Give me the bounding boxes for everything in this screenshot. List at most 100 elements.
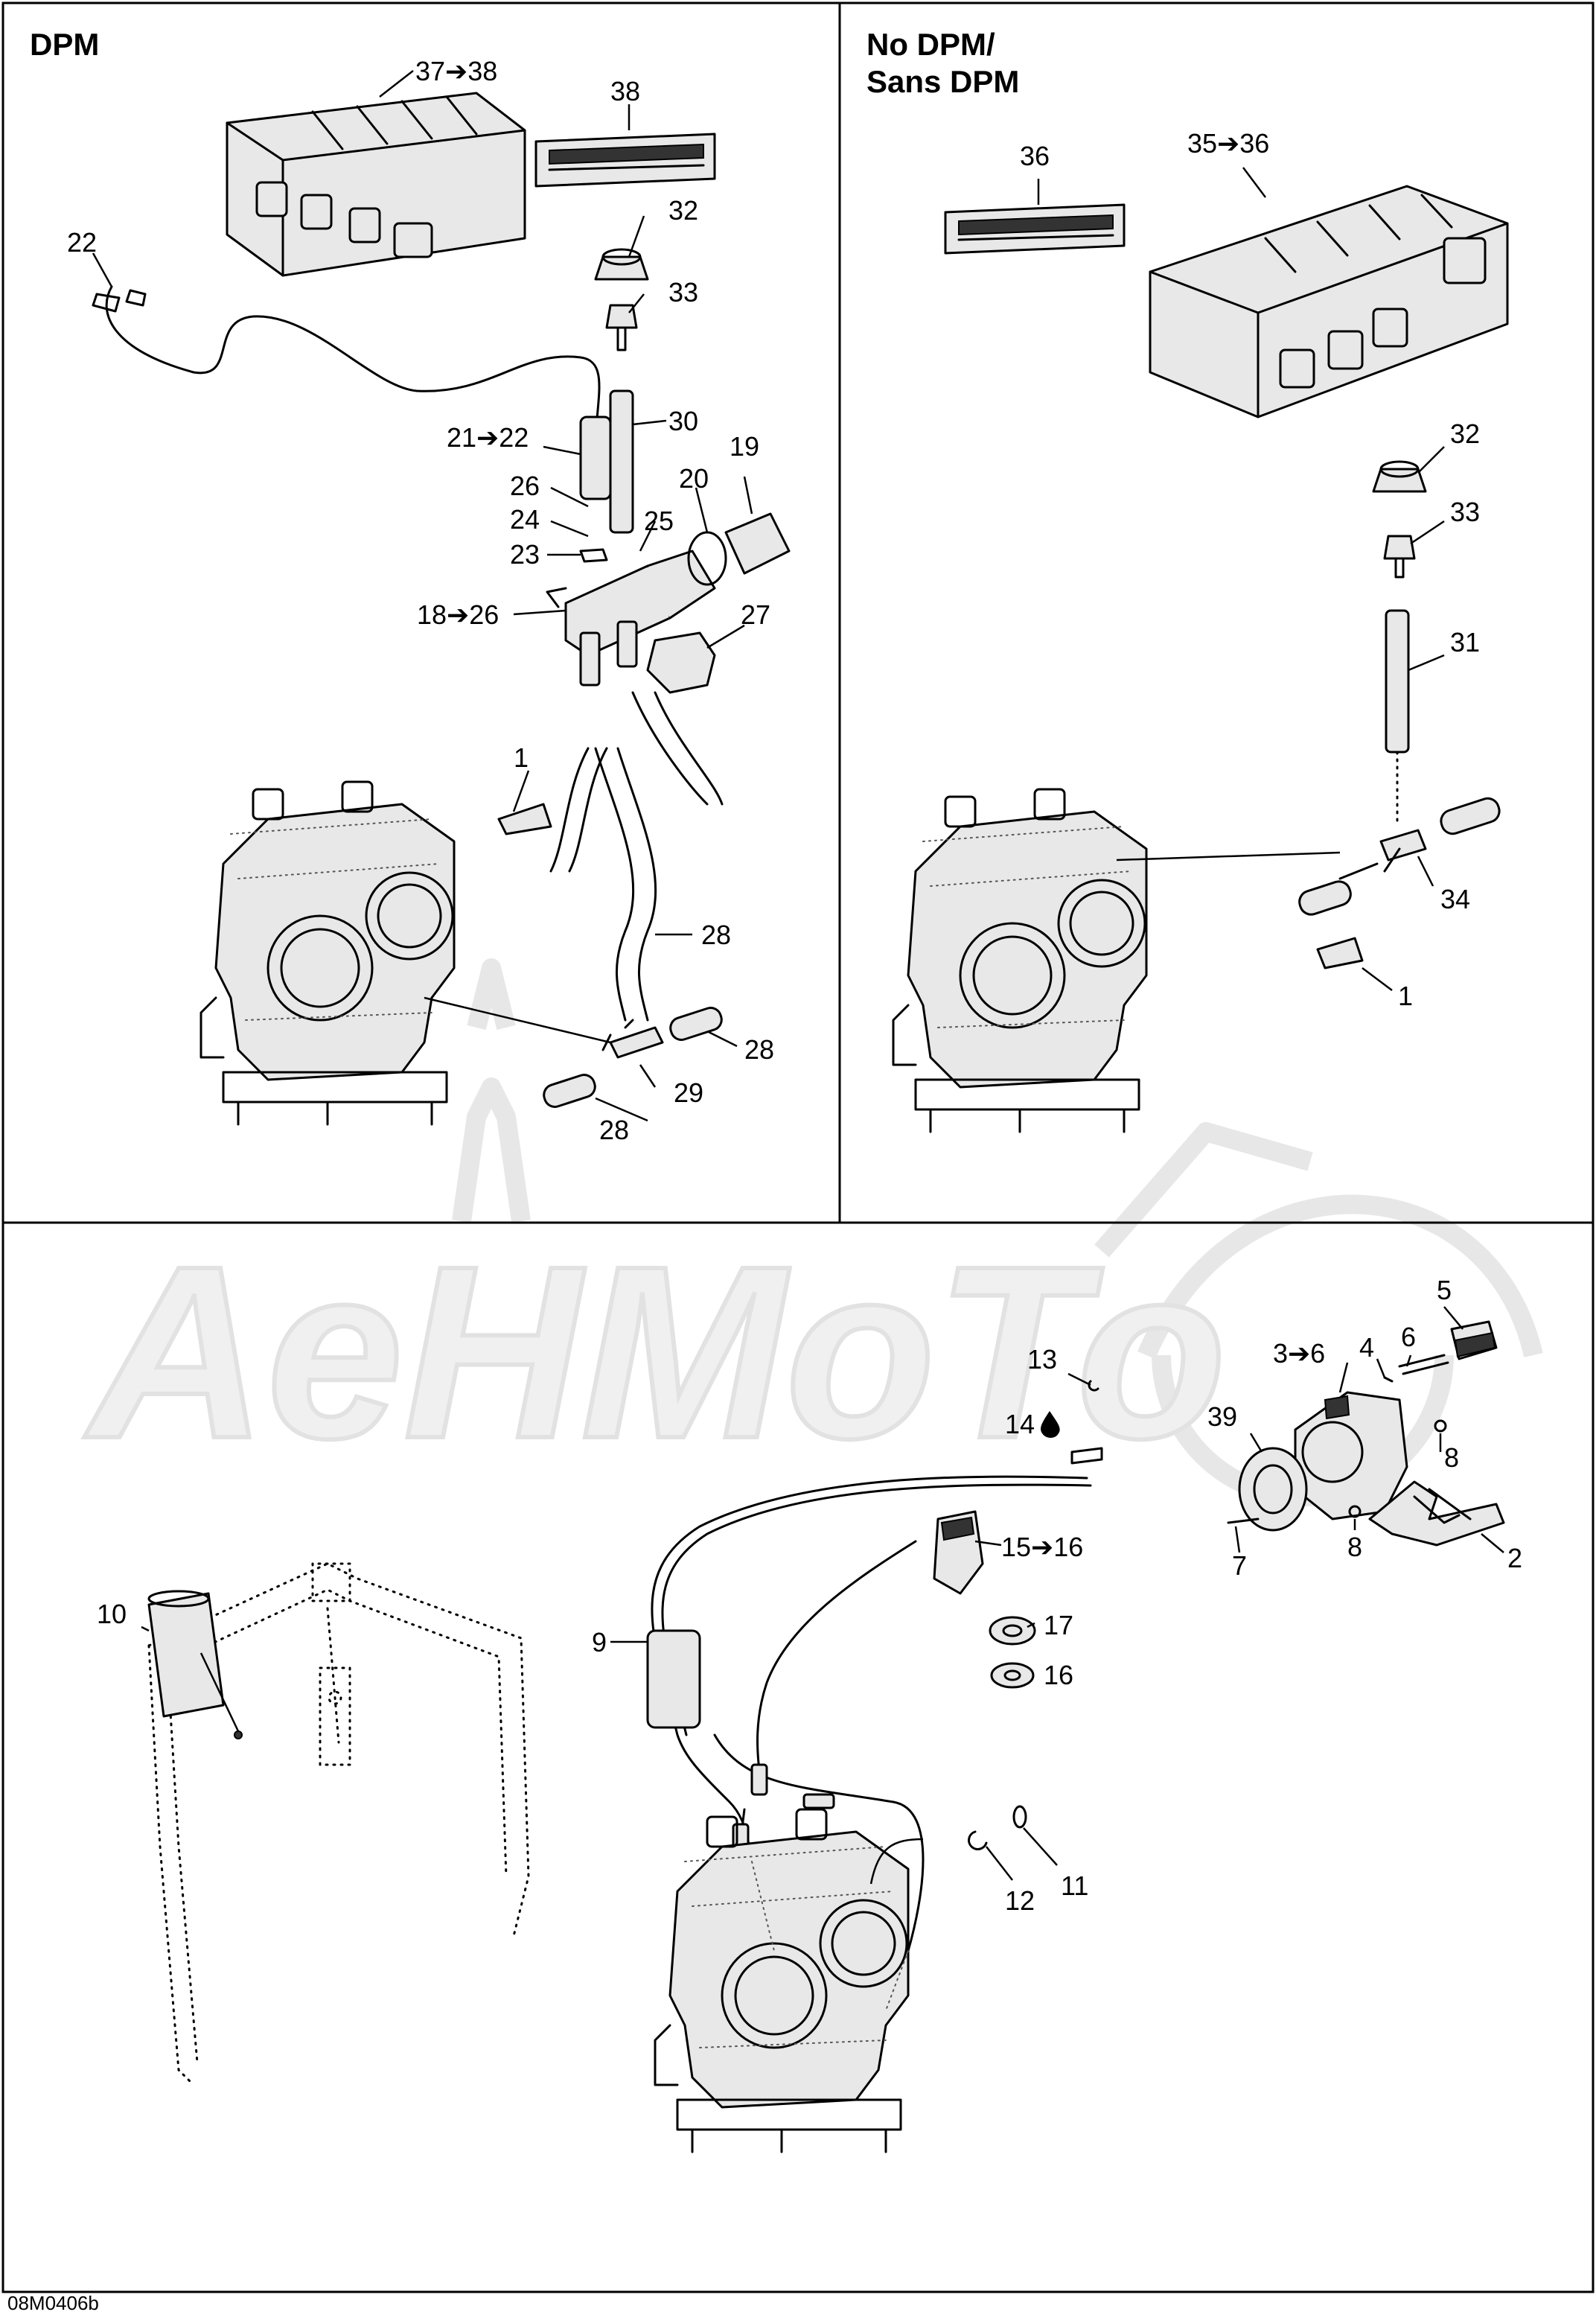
tee-29 [609, 1026, 664, 1059]
no-dpm-parts [892, 185, 1509, 1133]
section-title-no-dpm-line1: No DPM/ [866, 27, 995, 62]
cable-housing-9 [646, 1629, 701, 1729]
callout-21-22: 21➔22 [447, 422, 529, 453]
dpm-leaders [92, 70, 753, 1122]
screw-8-lower [1348, 1505, 1362, 1518]
callout-26: 26 [510, 471, 540, 501]
section-title-dpm: DPM [30, 27, 99, 62]
throttle-housing-3 [1294, 1391, 1408, 1520]
tee-34 [1379, 829, 1427, 862]
callout-31: 31 [1450, 627, 1480, 657]
mpem-module-dpm [226, 92, 526, 277]
no-dpm-callouts: 36 35➔36 32 33 31 34 1 [1020, 128, 1480, 1011]
callout-13: 13 [1027, 1344, 1057, 1375]
callout-22: 22 [67, 227, 97, 258]
callout-16: 16 [1044, 1660, 1073, 1690]
callout-30: 30 [668, 406, 698, 436]
callout-32-dpm: 32 [668, 195, 698, 226]
screw-7 [1227, 1518, 1260, 1524]
vipem-label-dpm [534, 133, 716, 188]
tube-31 [1385, 609, 1410, 754]
gasket-1-dpm [497, 803, 552, 835]
cap-19 [724, 512, 791, 575]
sensor-21 [579, 415, 612, 500]
callout-8-lower: 8 [1347, 1532, 1362, 1562]
throttle-callouts: 5 13 3➔6 4 6 39 14 8 15➔16 8 2 7 10 17 9… [97, 1275, 1522, 1916]
document-id: 08M0406b [7, 2292, 99, 2312]
callout-25: 25 [644, 506, 674, 536]
callout-2: 2 [1507, 1543, 1522, 1573]
callout-12: 12 [1005, 1885, 1035, 1916]
callout-11: 11 [1061, 1870, 1088, 1901]
washer-11 [1012, 1805, 1027, 1829]
dpm-callouts: 37➔38 38 22 32 33 30 21➔22 19 20 26 24 2… [67, 56, 774, 1145]
callout-37-38: 37➔38 [415, 56, 497, 86]
callout-32-no-dpm: 32 [1450, 418, 1480, 449]
callout-33-dpm: 33 [668, 277, 698, 308]
tube-30 [609, 389, 634, 534]
throttle-lever-2 [1368, 1480, 1505, 1547]
hose-28-vertical [594, 747, 657, 1022]
callout-39: 39 [1207, 1401, 1237, 1432]
callout-1-no-dpm: 1 [1398, 981, 1413, 1011]
callout-3-6: 3➔6 [1273, 1338, 1325, 1369]
callout-28-right: 28 [744, 1034, 774, 1065]
watermark-text: AeHMoTo [82, 1214, 1227, 1489]
callout-29: 29 [674, 1077, 703, 1108]
callout-4: 4 [1359, 1332, 1374, 1363]
callout-28-bottom: 28 [599, 1115, 629, 1145]
dpm-solenoid-18 [546, 550, 716, 687]
callout-28-vertical: 28 [701, 920, 731, 950]
throttle-cable-9 [651, 1475, 1088, 1908]
callout-1-dpm: 1 [514, 742, 529, 773]
callout-8-upper: 8 [1444, 1442, 1459, 1473]
harness-22 [105, 285, 601, 448]
callout-10: 10 [97, 1599, 127, 1629]
carburetor-bottom [654, 1808, 910, 2153]
screw-8-upper [1434, 1419, 1447, 1433]
no-dpm-leaders [1037, 167, 1445, 991]
callout-36: 36 [1020, 141, 1050, 171]
callout-33-no-dpm: 33 [1450, 497, 1480, 527]
callout-19: 19 [730, 431, 759, 462]
valve-33-dpm [605, 304, 638, 329]
dpm-parts [92, 92, 791, 1126]
handlebar-frame [147, 1562, 530, 2086]
cable-end-14 [1070, 1447, 1103, 1465]
screw-4 [1383, 1376, 1394, 1383]
callout-17: 17 [1044, 1610, 1073, 1640]
callout-27: 27 [741, 599, 770, 630]
callout-38: 38 [610, 76, 640, 106]
callout-6: 6 [1401, 1322, 1416, 1352]
callout-20: 20 [679, 463, 709, 494]
washer-23 [579, 548, 608, 563]
carburetor-no-dpm [892, 788, 1148, 1133]
callout-24: 24 [510, 504, 540, 535]
vipem-label-no-dpm [944, 203, 1126, 255]
callout-15-16: 15➔16 [1001, 1532, 1083, 1562]
carburetor-dpm [200, 780, 456, 1126]
callout-9: 9 [592, 1627, 607, 1657]
callout-14: 14 [1005, 1409, 1035, 1439]
throttle-parts [147, 1320, 1505, 2153]
callout-18-26: 18➔26 [417, 599, 499, 630]
callout-34: 34 [1440, 884, 1470, 914]
section-title-no-dpm-line2: Sans DPM [866, 64, 1019, 99]
lubricant-drop-icon [1041, 1411, 1060, 1438]
throttle-leaders [141, 1306, 1504, 1881]
hose-27-to-carb [631, 691, 724, 806]
washer-16 [990, 1662, 1035, 1689]
callout-35-36: 35➔36 [1187, 128, 1269, 159]
nut-17 [989, 1616, 1036, 1646]
grip-10 [147, 1592, 225, 1718]
gasket-1-no-dpm [1316, 937, 1364, 969]
callout-5: 5 [1437, 1275, 1452, 1305]
clip-12 [968, 1830, 988, 1850]
cap-39 [1238, 1447, 1308, 1532]
clamp-27 [646, 631, 716, 694]
valve-33-no-dpm [1383, 535, 1416, 560]
watermark-logo: AeHMoTo [80, 958, 1543, 1506]
mpem-module-no-dpm [1149, 185, 1509, 418]
